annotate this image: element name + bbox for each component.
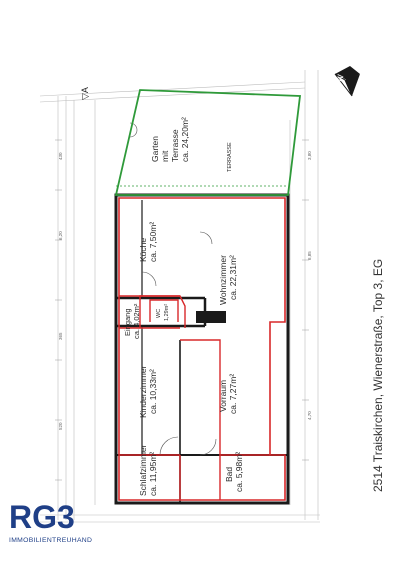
room-kinderzimmer: Kinderzimmer ca. 10,33m² [138, 365, 158, 418]
svg-text:Vorraum: Vorraum [218, 380, 228, 412]
svg-text:Küche: Küche [138, 238, 148, 262]
svg-text:Eingang: Eingang [123, 308, 132, 336]
dimension-ticks [55, 139, 309, 481]
svg-text:WC: WC [156, 309, 162, 318]
svg-text:ca. 11,95m²: ca. 11,95m² [148, 452, 158, 496]
svg-text:3,80: 3,80 [307, 151, 312, 160]
svg-text:N: N [334, 73, 346, 83]
svg-text:6,85: 6,85 [307, 251, 312, 260]
logo-subtitle: IMMOBILIENTREUHAND [9, 537, 92, 544]
room-bad: Bad ca. 5,98m² [224, 452, 244, 492]
svg-text:ca. 7,50m²: ca. 7,50m² [148, 222, 158, 262]
svg-text:Wohnzimmer: Wohnzimmer [218, 255, 228, 305]
svg-text:Bad: Bad [224, 467, 234, 482]
structural-column [196, 311, 226, 323]
svg-text:520: 520 [58, 422, 63, 430]
section-marker: ▽A [80, 87, 90, 100]
svg-text:Terrasse: Terrasse [170, 129, 180, 162]
svg-text:Kinderzimmer: Kinderzimmer [138, 365, 148, 418]
room-garten: Garten mit Terrasse ca. 24,20m² [150, 117, 190, 162]
logo-mark: RG3 [9, 499, 75, 535]
svg-text:ca. 7,27m²: ca. 7,27m² [228, 374, 238, 414]
svg-text:6,20: 6,20 [58, 231, 63, 240]
terrasse-tag: TERRASSE [227, 142, 233, 172]
svg-text:ca. 22,31m²: ca. 22,31m² [228, 255, 238, 300]
svg-text:ca. 10,33m²: ca. 10,33m² [148, 369, 158, 414]
svg-text:Schlafzimmer: Schlafzimmer [138, 444, 148, 496]
room-vorraum: Vorraum ca. 7,27m² [218, 374, 238, 414]
svg-text:mit: mit [160, 150, 170, 162]
room-wohnzimmer: Wohnzimmer ca. 22,31m² [218, 255, 238, 305]
garden-outline [114, 89, 302, 196]
dimension-annotations: 430 6,20 365 520 3,80 6,85 4,70 [58, 151, 312, 430]
svg-text:365: 365 [58, 332, 63, 340]
company-logo: RG3 IMMOBILIENTREUHAND [9, 499, 92, 544]
north-arrow-icon: N [334, 66, 360, 97]
room-wc: WC 1,29m² [156, 304, 170, 321]
room-kueche: Küche ca. 7,50m² [138, 222, 158, 262]
address-caption: 2514 Traiskirchen, Wienerstraße, Top 3, … [371, 259, 385, 492]
room-schlafzimmer: Schlafzimmer ca. 11,95m² [138, 444, 158, 496]
svg-text:430: 430 [58, 152, 63, 160]
room-eingang: Eingang ca. 4,02m² [123, 303, 141, 339]
room-dividers [119, 295, 270, 500]
svg-text:1,29m²: 1,29m² [164, 304, 170, 321]
svg-text:ca. 5,98m²: ca. 5,98m² [234, 452, 244, 492]
svg-text:4,70: 4,70 [307, 411, 312, 420]
svg-text:ca. 24,20m²: ca. 24,20m² [180, 117, 190, 162]
svg-text:ca. 4,02m²: ca. 4,02m² [132, 303, 141, 339]
svg-text:Garten: Garten [150, 136, 160, 162]
